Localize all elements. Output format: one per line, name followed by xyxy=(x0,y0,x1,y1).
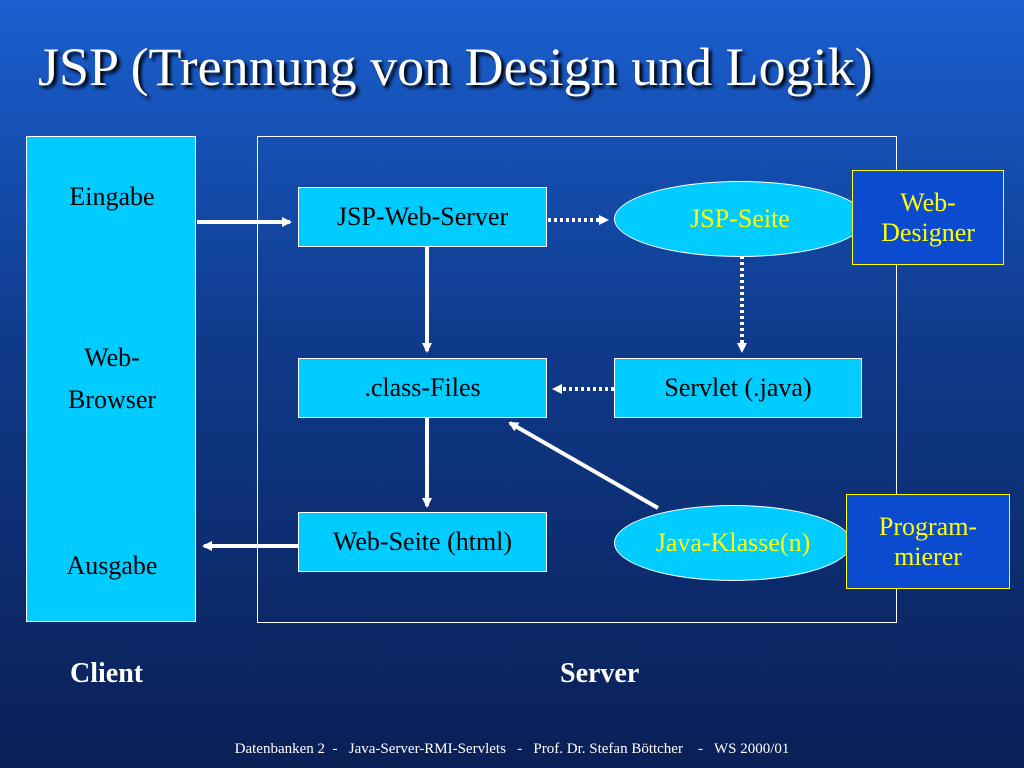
footer: Datenbanken 2 - Java-Server-RMI-Servlets… xyxy=(234,741,790,757)
input-label: Eingabe xyxy=(69,182,155,211)
servlet-node: Servlet (.java) xyxy=(614,358,862,418)
jsp-web-server-node: JSP-Web-Server xyxy=(298,187,547,247)
output-label: Ausgabe xyxy=(66,551,158,580)
arrow-java-class-to-class-files xyxy=(508,421,659,510)
class-files-node: .class-Files xyxy=(298,358,547,418)
web-designer-line1: Web- xyxy=(900,187,956,217)
web-page-node: Web-Seite (html) xyxy=(298,512,547,572)
slide-title: JSP (Trennung von Design und Logik) xyxy=(38,37,873,97)
jsp-page-node: JSP-Seite xyxy=(614,181,866,257)
java-class-node: Java-Klasse(n) xyxy=(614,505,852,581)
programmer-role: Program- mierer xyxy=(846,494,1010,589)
server-label: Server xyxy=(560,658,640,689)
client-label: Client xyxy=(70,658,144,689)
web-designer-role: Web- Designer xyxy=(852,170,1004,265)
client-web-browser-panel: Eingabe Web- Browser Ausgabe xyxy=(26,136,196,622)
server-frame xyxy=(257,136,897,623)
programmer-line2: mierer xyxy=(894,541,962,571)
web-designer-line2: Designer xyxy=(881,217,975,247)
browser-label-line1: Web- xyxy=(84,343,140,372)
programmer-line1: Program- xyxy=(878,511,978,541)
browser-label-line2: Browser xyxy=(67,385,157,414)
